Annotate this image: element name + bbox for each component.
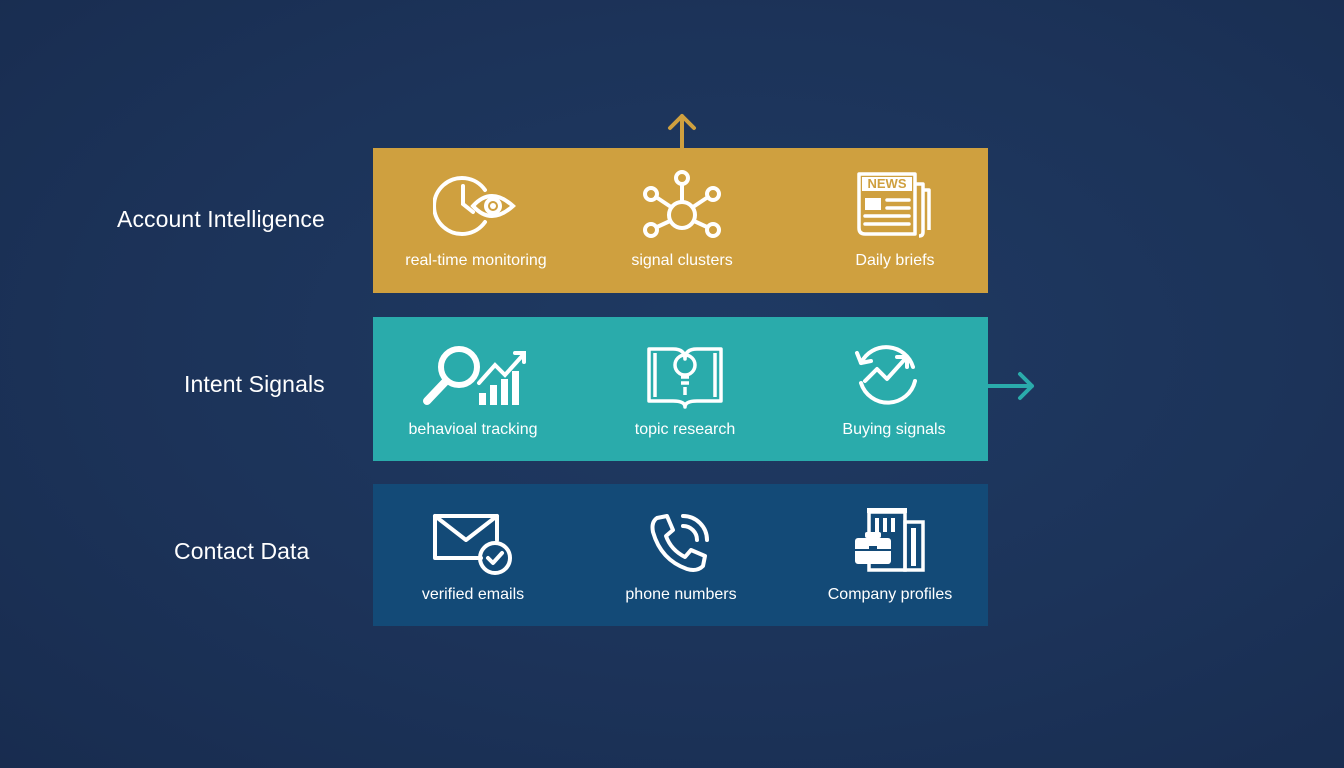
- newspaper-icon: [857, 172, 931, 238]
- item-label-signal-clusters: signal clusters: [631, 252, 733, 269]
- layer-account-intelligence: real-time monitoring signal clusters NEW…: [373, 148, 988, 293]
- item-label-behavioal-tracking: behavioal tracking: [408, 421, 538, 438]
- item-label-company-profiles: Company profiles: [827, 586, 953, 603]
- book-lightbulb-icon: [647, 347, 723, 409]
- item-label-topic-research: topic research: [634, 421, 736, 438]
- circular-trend-icon: [855, 345, 917, 405]
- item-label-buying-signals: Buying signals: [842, 421, 946, 438]
- clock-eye-icon: [433, 176, 516, 236]
- layer-label-intent-signals: Intent Signals: [184, 371, 325, 397]
- network-cluster-icon: [643, 170, 721, 238]
- news-text: NEWS: [867, 176, 907, 191]
- up-arrow-icon: [668, 114, 696, 150]
- layer-intent-signals: behavioal tracking topic research Buying…: [373, 317, 988, 461]
- item-label-daily-briefs: Daily briefs: [855, 252, 935, 269]
- building-briefcase-icon: [855, 508, 925, 572]
- magnifier-chart-icon: [423, 346, 526, 405]
- right-arrow-icon: [986, 372, 1034, 400]
- envelope-check-icon: [433, 514, 512, 575]
- item-label-phone-numbers: phone numbers: [625, 586, 737, 603]
- item-label-verified-emails: verified emails: [421, 586, 525, 603]
- layer-contact-data: verified emails phone numbers Company pr…: [373, 484, 988, 626]
- item-label-real-time-monitoring: real-time monitoring: [405, 252, 547, 269]
- layer-label-contact-data: Contact Data: [174, 538, 310, 564]
- phone-icon: [650, 514, 709, 572]
- layer-label-account-intelligence: Account Intelligence: [117, 206, 325, 232]
